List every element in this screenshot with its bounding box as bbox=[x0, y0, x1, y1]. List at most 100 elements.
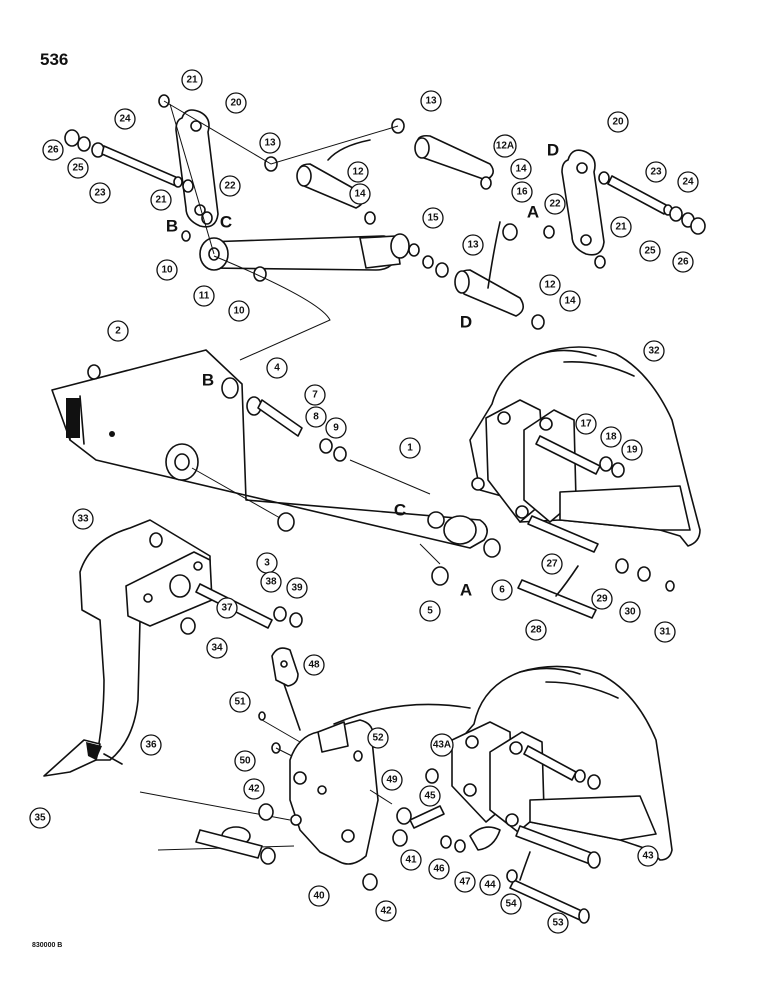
svg-text:23: 23 bbox=[650, 167, 662, 178]
callout-30: 30 bbox=[619, 601, 641, 623]
svg-text:45: 45 bbox=[424, 791, 436, 802]
svg-text:46: 46 bbox=[433, 864, 445, 875]
svg-text:43: 43 bbox=[642, 851, 654, 862]
callout-32: 32 bbox=[643, 340, 665, 362]
svg-text:15: 15 bbox=[427, 213, 439, 224]
callout-49: 49 bbox=[381, 769, 403, 791]
bushing-21-lower-left bbox=[182, 179, 194, 193]
svg-text:19: 19 bbox=[626, 445, 638, 456]
washer-29 bbox=[615, 558, 629, 574]
ring-54 bbox=[506, 869, 518, 883]
washer-18 bbox=[599, 456, 613, 472]
svg-text:26: 26 bbox=[677, 257, 689, 268]
svg-text:4: 4 bbox=[274, 363, 280, 374]
ring-43a bbox=[425, 768, 439, 784]
bushing-14-center bbox=[364, 211, 376, 225]
svg-text:44: 44 bbox=[484, 880, 496, 891]
svg-text:5: 5 bbox=[427, 606, 433, 617]
ring-47 bbox=[454, 839, 466, 853]
callout-14-lower: 14 bbox=[559, 290, 581, 312]
lower-bucket bbox=[451, 665, 673, 861]
svg-text:40: 40 bbox=[313, 891, 325, 902]
callout-21-left: 21 bbox=[150, 189, 172, 211]
callout-23-left: 23 bbox=[89, 182, 111, 204]
callout-28: 28 bbox=[525, 619, 547, 641]
svg-text:10: 10 bbox=[233, 306, 245, 317]
ring-39 bbox=[289, 612, 303, 628]
svg-text:12: 12 bbox=[544, 280, 556, 291]
bushing-16 bbox=[502, 223, 518, 241]
callout-2: 2 bbox=[107, 320, 129, 342]
callout-12a: 12A bbox=[493, 134, 517, 158]
callout-22-left: 22 bbox=[219, 175, 241, 197]
svg-text:12A: 12A bbox=[496, 141, 514, 152]
callout-38: 38 bbox=[260, 571, 282, 593]
clip-44 bbox=[469, 826, 501, 851]
pin-45 bbox=[409, 805, 445, 829]
pin-27 bbox=[527, 515, 599, 553]
callout-25-right: 25 bbox=[639, 240, 661, 262]
pin-17 bbox=[535, 435, 601, 475]
svg-text:1: 1 bbox=[407, 443, 413, 454]
callout-7: 7 bbox=[304, 384, 326, 406]
svg-text:17: 17 bbox=[580, 419, 592, 430]
callout-26-left: 26 bbox=[42, 139, 64, 161]
boom-end bbox=[139, 791, 295, 865]
svg-text:18: 18 bbox=[605, 432, 617, 443]
bushing-21-right-lower bbox=[594, 255, 606, 269]
callout-43a: 43A bbox=[430, 733, 454, 757]
svg-text:3: 3 bbox=[264, 558, 270, 569]
svg-text:26: 26 bbox=[47, 145, 59, 156]
svg-text:35: 35 bbox=[34, 813, 46, 824]
callout-18: 18 bbox=[600, 426, 622, 448]
svg-text:22: 22 bbox=[224, 181, 236, 192]
callout-5: 5 bbox=[419, 600, 441, 622]
svg-text:49: 49 bbox=[386, 775, 398, 786]
callout-4: 4 bbox=[266, 357, 288, 379]
washer-10-left bbox=[181, 230, 191, 242]
callout-9: 9 bbox=[325, 417, 347, 439]
bushing-3 bbox=[277, 512, 295, 532]
svg-text:8: 8 bbox=[313, 412, 319, 423]
callout-21-right: 21 bbox=[610, 216, 632, 238]
ref-letter-c-arm: C bbox=[394, 501, 406, 520]
svg-text:14: 14 bbox=[354, 189, 366, 200]
bushing-41-left bbox=[392, 829, 408, 847]
callout-10-right: 10 bbox=[228, 300, 250, 322]
svg-text:43A: 43A bbox=[433, 740, 451, 751]
pin-36 bbox=[103, 753, 123, 765]
washer-22-right bbox=[543, 225, 555, 239]
callout-40: 40 bbox=[308, 885, 330, 907]
svg-text:2: 2 bbox=[115, 326, 121, 337]
right-pin-stack bbox=[607, 175, 706, 235]
pin-43 bbox=[515, 825, 601, 869]
svg-text:30: 30 bbox=[624, 607, 636, 618]
callout-13-upper: 13 bbox=[420, 90, 442, 112]
svg-text:28: 28 bbox=[530, 625, 542, 636]
bushing-34 bbox=[180, 617, 196, 635]
bushing-42-lower bbox=[362, 873, 378, 891]
svg-text:50: 50 bbox=[239, 756, 251, 767]
washer-46 bbox=[440, 835, 452, 849]
callout-52: 52 bbox=[367, 727, 389, 749]
svg-text:25: 25 bbox=[644, 246, 656, 257]
pin-53 bbox=[509, 879, 590, 924]
callout-16: 16 bbox=[511, 181, 533, 203]
svg-text:22: 22 bbox=[549, 199, 561, 210]
callout-24-right: 24 bbox=[677, 171, 699, 193]
callout-11: 11 bbox=[193, 285, 215, 307]
tooth-35 bbox=[43, 739, 102, 777]
washer-15 bbox=[408, 243, 420, 257]
ref-letter-a-top: A bbox=[527, 203, 539, 222]
callout-31: 31 bbox=[654, 621, 676, 643]
washer-stack-center bbox=[422, 255, 434, 269]
svg-text:34: 34 bbox=[211, 643, 223, 654]
callout-1: 1 bbox=[399, 437, 421, 459]
callout-42-lower: 42 bbox=[375, 900, 397, 922]
callout-51: 51 bbox=[229, 691, 251, 713]
svg-text:52: 52 bbox=[372, 733, 384, 744]
callout-46: 46 bbox=[428, 858, 450, 880]
ref-letter-c-top: C bbox=[220, 213, 232, 232]
callout-50: 50 bbox=[234, 750, 256, 772]
